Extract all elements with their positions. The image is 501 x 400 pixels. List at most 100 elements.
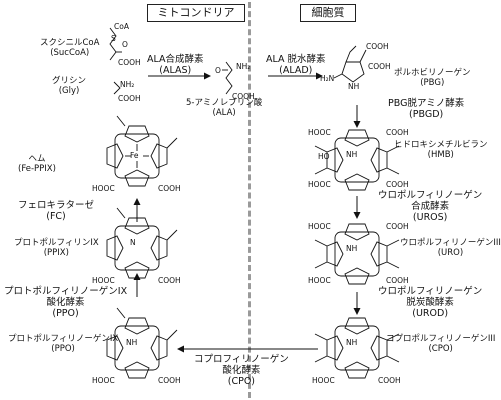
- compound-cpo-c-name: コプロポルフィリノーゲンIII: [386, 334, 496, 344]
- atom-cooh-cpo: COOH: [378, 376, 401, 385]
- compound-cpo-c-abbr: (CPO): [428, 344, 453, 354]
- ala-structure: [222, 61, 233, 95]
- enzyme-ppo-name: プロトポルフィリノーゲンIX: [4, 286, 128, 297]
- enzyme-pbgd-name: PBG脱アミノ酵素: [388, 98, 465, 109]
- atom-hooc-hmb-1: HOOC: [308, 128, 331, 137]
- compound-succoa-abbr: (SucCoA): [50, 48, 90, 58]
- compound-ppo-c-name: プロトポルフィリノーゲンIX: [8, 334, 119, 344]
- compound-uro-abbr: (URO): [437, 248, 464, 258]
- enzyme-fc-name: フェロキラターゼ: [18, 200, 95, 211]
- atom-nh-pbg: NH: [348, 82, 360, 91]
- compound-ala-name: 5-アミノレブリン酸: [186, 98, 263, 108]
- compound-ala-abbr: (ALA): [212, 108, 236, 118]
- compound-uro: ウロポルフィリノーゲンIII (URO): [400, 238, 501, 258]
- enzyme-uros-abbr: (UROS): [412, 212, 448, 223]
- ppo-structure: [106, 307, 178, 379]
- atom-ho-hmb: HO: [318, 152, 330, 161]
- hmb-structure: [314, 129, 400, 191]
- atom-fe-heme: Fe: [130, 151, 139, 160]
- ppix-structure: [106, 207, 178, 279]
- atom-hooc-cpo: HOOC: [312, 376, 335, 385]
- compound-ala: 5-アミノレブリン酸 (ALA): [186, 98, 262, 118]
- atom-cooh-ppo: COOH: [158, 376, 181, 385]
- compound-heme: ヘム (Fe-PPIX): [18, 154, 56, 174]
- compound-pbg: ポルホビリノーゲン (PBG): [394, 68, 471, 88]
- atom-o-succoa: O: [122, 40, 128, 49]
- enzyme-uros: ウロポルフィリノーゲン 合成酵素 (UROS): [378, 190, 482, 223]
- enzyme-uros-name: ウロポルフィリノーゲン: [378, 190, 483, 201]
- atom-o-ala: O: [215, 66, 221, 75]
- compound-pbg-name: ポルホビリノーゲン: [394, 68, 471, 78]
- atom-nh-uro: NH: [346, 244, 358, 253]
- atom-hooc-heme: HOOC: [92, 184, 115, 193]
- enzyme-cpo-abbr: (CPO): [227, 376, 256, 387]
- mitochondria-header-label: ミトコンドリア: [157, 6, 235, 19]
- compound-ppo-c-abbr: (PPO): [51, 344, 75, 354]
- enzyme-cpo-name: コプロフィリノーゲン: [194, 354, 289, 365]
- compound-hmb: ヒドロキシメチルビラン (HMB): [394, 140, 488, 160]
- cytoplasm-header-label: 細胞質: [311, 6, 345, 19]
- enzyme-ppo-name2: 酸化酵素: [46, 297, 85, 308]
- enzyme-ppo-abbr: (PPO): [52, 308, 79, 319]
- atom-nh-hmb: NH: [346, 150, 358, 159]
- compound-heme-name: ヘム: [28, 154, 46, 164]
- compound-hmb-name: ヒドロキシメチルビラン: [394, 140, 488, 150]
- atom-cooh-uro-1: COOH: [386, 222, 409, 231]
- atom-coa: CoA: [114, 22, 129, 31]
- heme-structure: [106, 115, 178, 187]
- succoa-structure: [109, 27, 122, 61]
- enzyme-uros-name2: 合成酵素: [411, 201, 450, 212]
- atom-h2n-pbg: H₂N: [320, 74, 335, 83]
- enzyme-fc: フェロキラターゼ (FC): [18, 200, 94, 222]
- compound-gly-name: グリシン: [52, 76, 87, 86]
- compound-ppix-abbr: (PPIX): [43, 248, 69, 258]
- enzyme-alas: ALA合成酵素 (ALAS): [147, 54, 204, 76]
- compound-ppix-name: プロトポルフィリンIX: [14, 238, 99, 248]
- enzyme-cpo-name2: 酸化酵素: [222, 365, 261, 376]
- atom-cooh-succoa: COOH: [118, 58, 141, 67]
- compound-uro-name: ウロポルフィリノーゲンIII: [400, 238, 501, 248]
- atom-s: S: [111, 34, 116, 43]
- atom-cooh-hmb-2: COOH: [386, 180, 409, 189]
- enzyme-ppo: プロトポルフィリノーゲンIX 酸化酵素 (PPO): [4, 286, 127, 319]
- gly-structure: [113, 81, 121, 95]
- compound-heme-abbr: (Fe-PPIX): [18, 164, 56, 174]
- atom-nh-cpo: NH: [346, 338, 358, 347]
- cpo-structure: [314, 317, 400, 379]
- atom-cooh-pbg-1: COOH: [366, 42, 389, 51]
- compound-succoa-name: スクシニルCoA: [40, 38, 100, 48]
- atom-hooc-uro-2: HOOC: [308, 276, 331, 285]
- atom-cooh-ala: COOH: [232, 92, 255, 101]
- atom-cooh-gly: COOH: [118, 94, 141, 103]
- enzyme-pbgd: PBG脱アミノ酵素 (PBGD): [388, 98, 464, 120]
- enzyme-urod-name: ウロポルフィリノーゲン: [378, 286, 483, 297]
- compound-pbg-abbr: (PBG): [420, 78, 445, 88]
- atom-nh2-gly: NH₂: [120, 80, 135, 89]
- atom-cooh-hmb-1: COOH: [386, 128, 409, 137]
- enzyme-urod-abbr: (UROD): [412, 308, 449, 319]
- cytoplasm-header: 細胞質: [300, 4, 356, 22]
- enzyme-alad-name: ALA 脱水酵素: [266, 54, 326, 65]
- compound-gly-abbr: (Gly): [58, 86, 80, 96]
- atom-hooc-hmb-2: HOOC: [308, 180, 331, 189]
- enzyme-alad-abbr: (ALAD): [279, 65, 313, 76]
- atom-hooc-uro-1: HOOC: [308, 222, 331, 231]
- atom-hooc-ppo: HOOC: [92, 376, 115, 385]
- compound-cpo-c: コプロポルフィリノーゲンIII (CPO): [386, 334, 495, 354]
- enzyme-urod: ウロポルフィリノーゲン 脱炭酸酵素 (UROD): [378, 286, 482, 319]
- compound-ppix: プロトポルフィリンIX (PPIX): [14, 238, 99, 258]
- atom-n-ppix: N: [130, 238, 136, 247]
- enzyme-cpo: コプロフィリノーゲン 酸化酵素 (CPO): [194, 354, 289, 387]
- atom-hooc-ppix: HOOC: [92, 276, 115, 285]
- uro-structure: [314, 223, 400, 285]
- enzyme-urod-name2: 脱炭酸酵素: [406, 297, 454, 308]
- enzyme-alas-abbr: (ALAS): [159, 65, 192, 76]
- enzyme-fc-abbr: (FC): [46, 211, 66, 222]
- compound-hmb-abbr: (HMB): [427, 150, 454, 160]
- atom-nh2-ala: NH₂: [236, 62, 251, 71]
- compound-succoa: スクシニルCoA (SucCoA): [40, 38, 99, 58]
- compound-gly: グリシン (Gly): [52, 76, 86, 96]
- atom-cooh-ppix: COOH: [158, 276, 181, 285]
- pbg-structure: [333, 45, 367, 83]
